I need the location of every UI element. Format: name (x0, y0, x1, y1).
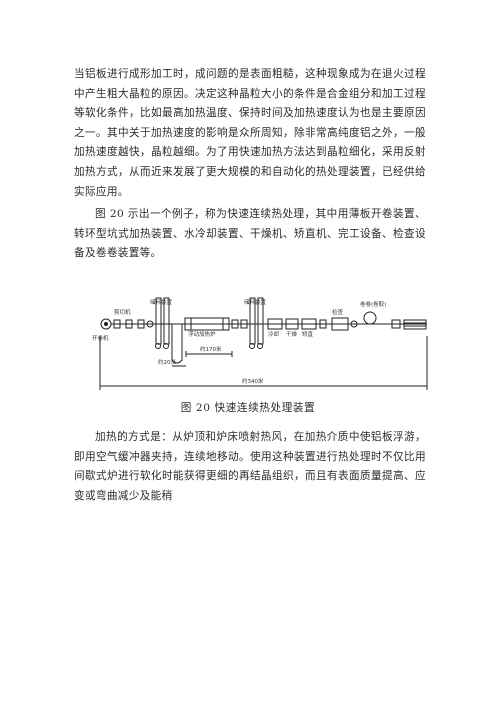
label-coiler: 卷卷(卷取) (360, 300, 386, 308)
label-loop1: 储料装置 (150, 298, 173, 306)
label-dim-pit: 约20米 (158, 358, 176, 366)
process-line-diagram: 开卷机 剪切机 储料装置 浮动加热炉 储料装置 冷却 干燥 矫直 检查 卷卷(卷… (92, 297, 428, 390)
paragraph-3: 加热的方式是：从炉顶和炉床喷射热风，在加热介质中使铝板浮游，即用空气缓冲器夹持，… (74, 431, 426, 502)
stacker (403, 319, 427, 330)
label-leveler: 矫直 (302, 330, 314, 338)
label-dim-total: 约340米 (242, 377, 264, 385)
label-dryer: 干燥 (286, 330, 298, 338)
label-inspection: 检查 (332, 308, 344, 316)
cooler (267, 318, 283, 330)
inspection (331, 317, 349, 331)
label-uncoiler: 开卷机 (92, 334, 109, 342)
leveler (301, 318, 317, 330)
label-shear: 剪切机 (114, 308, 131, 316)
figure-caption: 图 20 快速连续热处理装置 (180, 402, 316, 414)
label-cooler: 冷却 (268, 330, 280, 338)
dryer (285, 318, 299, 330)
label-furnace: 浮动加热炉 (188, 330, 216, 338)
paragraph-1: 当铝板进行成形加工时，成问题的是表面粗糙，这种现象成为在退火过程中产生粗大晶粒的… (74, 68, 426, 198)
label-loop2: 储料装置 (244, 298, 267, 306)
coiler-reel (363, 311, 377, 325)
floating-furnace (184, 317, 230, 331)
pit-loop (171, 324, 183, 364)
label-dim-furnace: 约170米 (200, 345, 222, 353)
paragraph-2: 图 20 示出一个例子，称为快速连续热处理，其中用薄板开卷装置、转环型坑式加热装… (74, 208, 426, 260)
